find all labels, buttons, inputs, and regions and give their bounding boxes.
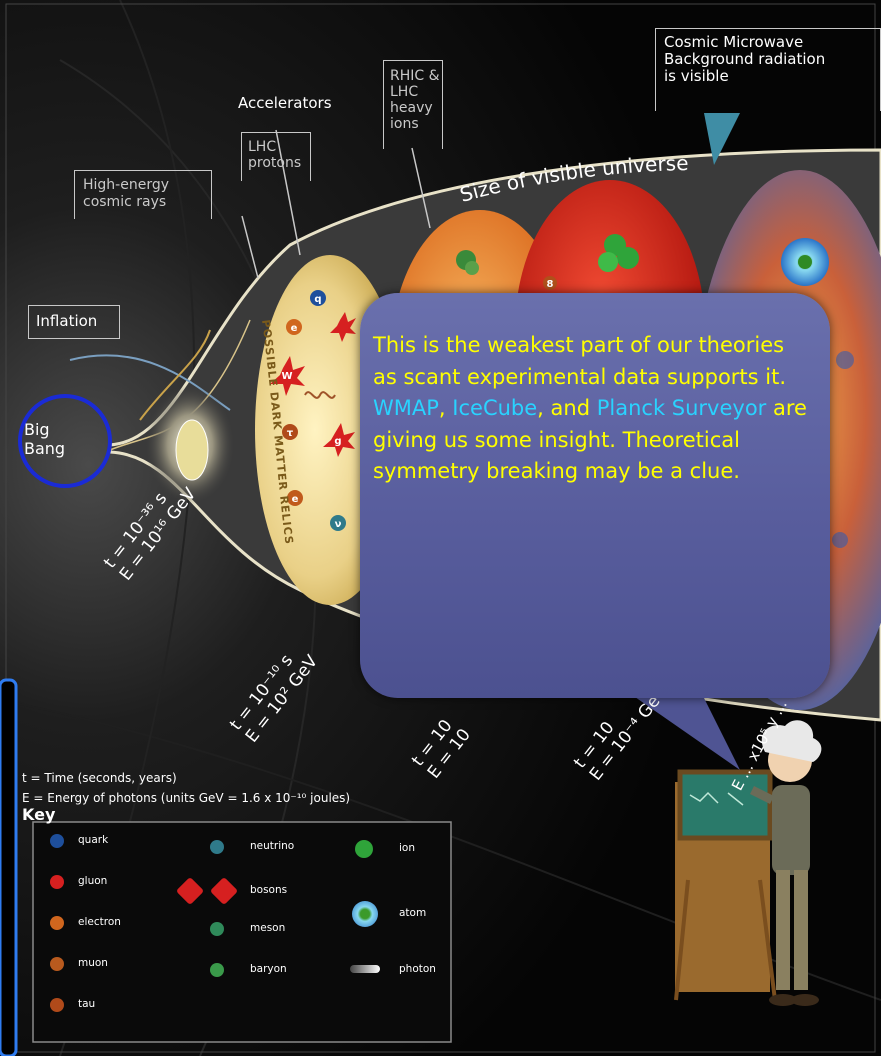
time-definition: t = Time (seconds, years) <box>22 770 177 787</box>
svg-text:e: e <box>291 323 298 334</box>
accelerators-label: Accelerators <box>238 95 332 112</box>
meson-label: meson <box>250 922 285 934</box>
electron-icon <box>50 916 64 930</box>
meson-icon <box>210 922 224 936</box>
planck-highlight: Planck Surveyor <box>597 396 767 420</box>
baryon-icon <box>210 963 224 977</box>
bosons-label: bosons <box>250 884 287 896</box>
bubble-sep-2: , and <box>537 396 597 420</box>
atom-label: atom <box>399 907 426 919</box>
ion-label: ion <box>399 842 415 854</box>
gluon-label: gluon <box>78 875 107 887</box>
photon-icon <box>350 965 380 973</box>
svg-text:8: 8 <box>547 279 554 290</box>
quark-label: quark <box>78 834 108 846</box>
svg-text:ν: ν <box>335 519 342 530</box>
svg-text:τ: τ <box>287 428 294 439</box>
wmap-highlight: WMAP <box>373 396 439 420</box>
svg-text:g: g <box>334 436 341 447</box>
svg-text:q: q <box>314 294 321 305</box>
photon-label: photon <box>399 963 436 975</box>
svg-text:e: e <box>292 494 299 505</box>
atom-icon <box>352 901 378 927</box>
quark-icon <box>50 834 64 848</box>
gluon-icon <box>50 875 64 889</box>
tau-label: tau <box>78 998 95 1010</box>
icecube-highlight: IceCube <box>452 396 537 420</box>
neutrino-icon <box>210 840 224 854</box>
speech-bubble-text: This is the weakest part of our theories… <box>373 330 813 488</box>
key-box <box>33 822 451 1042</box>
ion-icon <box>355 840 373 858</box>
key-title: Key <box>22 806 55 823</box>
electron-label: electron <box>78 916 121 928</box>
bubble-text-part-1: This is the weakest part of our theories… <box>373 333 786 389</box>
muon-label: muon <box>78 957 108 969</box>
baryon-label: baryon <box>250 963 287 975</box>
bang-line: Bang <box>24 439 65 458</box>
bubble-sep-1: , <box>439 396 452 420</box>
neutrino-label: neutrino <box>250 840 294 852</box>
svg-text:W: W <box>281 371 292 382</box>
side-bar <box>0 680 16 1056</box>
big-line: Big <box>24 420 65 439</box>
big-bang-label: Big Bang <box>24 420 65 458</box>
tau-icon <box>50 998 64 1012</box>
muon-icon <box>50 957 64 971</box>
energy-definition: E = Energy of photons (units GeV = 1.6 x… <box>22 790 350 807</box>
